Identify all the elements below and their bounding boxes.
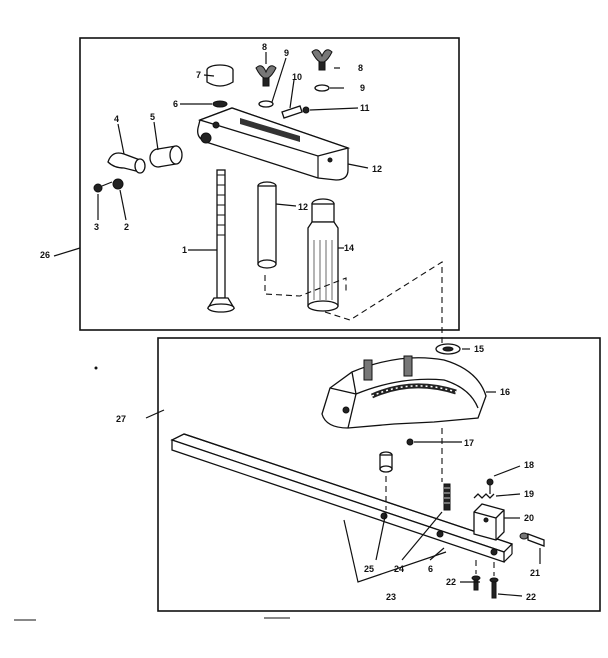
callout-4: 4	[114, 114, 119, 124]
stud	[443, 483, 451, 511]
callout-27: 27	[116, 414, 126, 424]
pin-21	[519, 532, 545, 547]
callout-24: 24	[394, 564, 404, 574]
spring	[473, 493, 495, 499]
callout-3: 3	[94, 222, 99, 232]
callout-21: 21	[530, 568, 540, 578]
screw-17	[406, 438, 414, 446]
callout-20: 20	[524, 513, 534, 523]
callout-14: 14	[344, 243, 354, 253]
callout-25: 25	[364, 564, 374, 574]
knob	[206, 64, 234, 108]
clamp-bracket	[107, 152, 146, 174]
callout-17: 17	[464, 438, 474, 448]
screw-and-washer	[93, 178, 124, 193]
callout-5: 5	[150, 112, 155, 122]
hold-down-arm	[197, 107, 351, 181]
callout-2: 2	[124, 222, 129, 232]
miter-gauge-head	[321, 355, 487, 429]
clamp-block	[473, 503, 505, 541]
callout-1: 1	[182, 245, 187, 255]
assembly-path-screws	[475, 560, 495, 576]
callout-23: 23	[386, 592, 396, 602]
lower-leaders	[145, 348, 541, 597]
wing-nut-right	[311, 49, 333, 92]
lower-assembly-frame	[157, 337, 601, 612]
callout-26: 26	[40, 250, 50, 260]
assembly-path-upper	[264, 275, 347, 297]
callout-8: 8	[262, 42, 267, 52]
callout-9b: 9	[360, 83, 365, 93]
callout-7: 7	[196, 70, 201, 80]
scan-dot	[94, 366, 98, 370]
callout-16: 16	[500, 387, 510, 397]
clamp-collar	[149, 145, 183, 168]
callout-22b: 22	[526, 592, 536, 602]
stop-button	[379, 451, 393, 473]
screw-22b	[489, 577, 499, 599]
threaded-spacer	[257, 181, 277, 269]
screw-18	[486, 478, 494, 494]
callout-8b: 8	[358, 63, 363, 73]
callout-15: 15	[474, 344, 484, 354]
callout-18: 18	[524, 460, 534, 470]
callout-11: 11	[360, 103, 370, 113]
pin	[281, 105, 310, 119]
post	[307, 198, 339, 312]
screw-22a	[471, 575, 481, 591]
washer	[435, 343, 461, 355]
wing-nut-left	[255, 65, 277, 108]
miter-bar	[170, 433, 514, 563]
assembly-path-down	[324, 261, 443, 345]
callout-22a: 22	[446, 577, 456, 587]
callout-12: 12	[372, 164, 382, 174]
upper-leaders	[53, 52, 369, 257]
callout-9: 9	[284, 48, 289, 58]
callout-19: 19	[524, 489, 534, 499]
callout-12b: 12	[298, 202, 308, 212]
callout-6: 6	[173, 99, 178, 109]
callout-6b: 6	[428, 564, 433, 574]
callout-10: 10	[292, 72, 302, 82]
upper-assembly-frame	[79, 37, 460, 331]
long-bolt	[206, 169, 236, 313]
